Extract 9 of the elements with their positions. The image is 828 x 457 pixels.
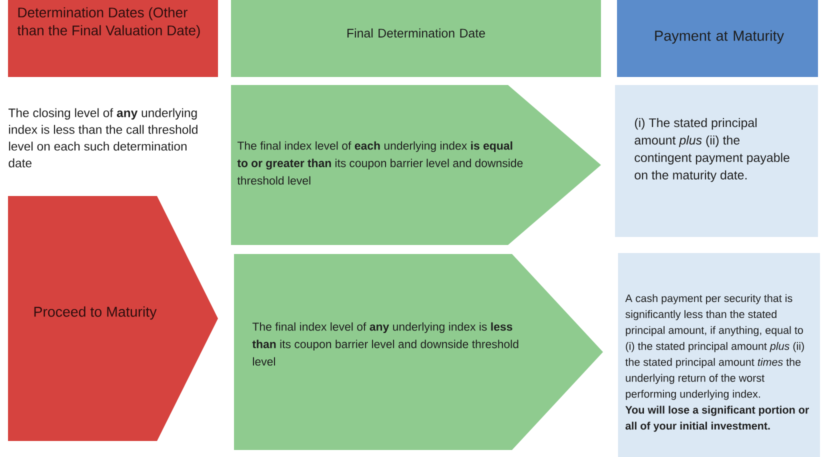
column-header: Payment at Maturity (617, 0, 818, 77)
condition-text: The closing level of any underlying index is less than the call threshold level on each such determination date (8, 108, 198, 168)
info-box: A cash payment per security that is significantly less than the stated principal amount, if anything, equal to (i) the stated principal amount plus (ii) the stated principal amount times the underlying return of the worst performing underlying index. You will lose a significant portion or all of your initial investment. (618, 253, 820, 457)
chevron-box: The final index level of each underlying index is equal to or greater than its coupon barrier level and downside threshold level (231, 85, 601, 245)
column-header: Final Determination Date (231, 0, 601, 77)
column-header: Determination Dates (Other than the Final Valuation Date) (8, 0, 218, 77)
chevron-box: The final index level of any underlying index is less than its coupon barrier level and downside threshold level (234, 254, 603, 450)
chevron-box: Proceed to Maturity (8, 196, 218, 441)
info-box: (i) The stated principal amount plus (ii) the contingent payment payable on the maturity date. (615, 85, 818, 237)
